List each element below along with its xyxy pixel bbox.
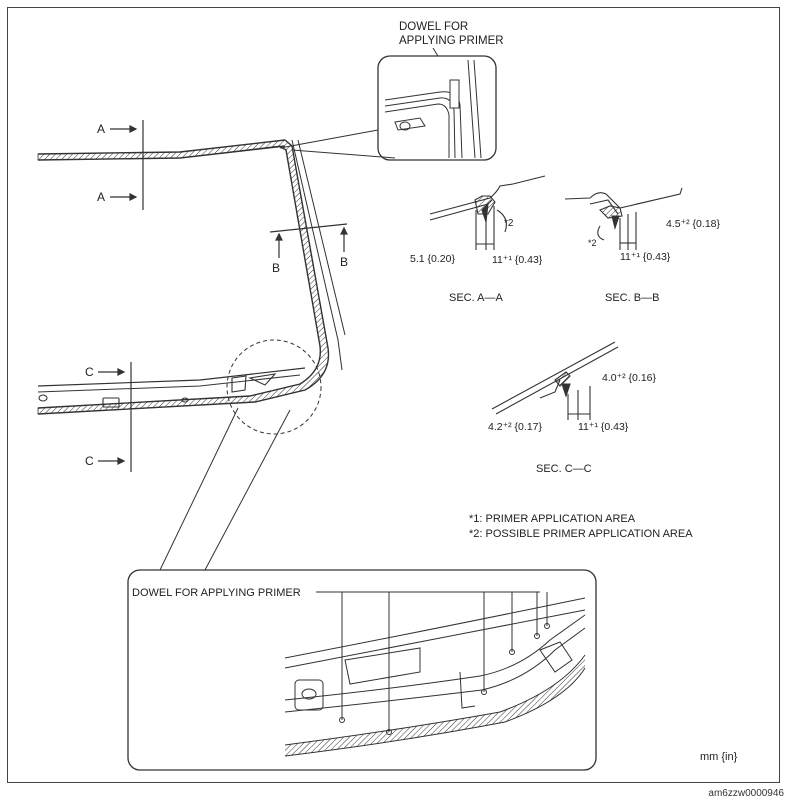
section-b-dim2: 11⁺¹ {0.43} xyxy=(620,251,671,263)
legend-item-2: *2: POSSIBLE PRIMER APPLICATION AREA xyxy=(469,528,693,540)
section-a-dim1: 5.1 {0.20} xyxy=(410,253,455,265)
section-c-dim2: 4.2⁺² {0.17} xyxy=(488,421,542,433)
bottom-detail-hatch xyxy=(285,655,585,756)
section-a-note: *2 xyxy=(504,218,514,229)
cowl-openings xyxy=(38,373,277,408)
legend-item-1: *1: PRIMER APPLICATION AREA xyxy=(469,513,636,525)
top-dowel-label-line2: APPLYING PRIMER xyxy=(399,35,504,47)
section-a-title: SEC. A—A xyxy=(449,292,503,304)
section-marker-a-bottom: A xyxy=(97,190,105,204)
detail-circle xyxy=(226,339,322,435)
section-b-note: *2 xyxy=(588,238,597,248)
diagram-frame xyxy=(7,7,780,783)
section-marker-c-bottom: C xyxy=(85,454,94,468)
units-label: mm {in} xyxy=(700,751,738,763)
section-c-title: SEC. C—C xyxy=(536,463,592,475)
section-marker-b-right: B xyxy=(340,255,348,269)
section-b-drawing xyxy=(564,187,683,250)
section-marker-c-top: C xyxy=(85,365,94,379)
section-b-title: SEC. B—B xyxy=(605,292,659,304)
section-marker-a-top: A xyxy=(97,122,105,136)
section-a-dim2: 11⁺¹ {0.43} xyxy=(492,254,543,266)
section-a-drawing xyxy=(429,175,546,250)
section-c-drawing xyxy=(491,341,619,420)
top-detail-drawing xyxy=(384,59,482,159)
bottom-dowel-label: DOWEL FOR APPLYING PRIMER xyxy=(132,587,301,599)
top-dowel-label-line1: DOWEL FOR xyxy=(399,21,468,33)
figure-id: am6zzw0000946 xyxy=(708,788,784,799)
section-c-dim3: 11⁺¹ {0.43} xyxy=(578,421,629,433)
section-lines xyxy=(98,120,348,472)
section-c-dim1: 4.0⁺² {0.16} xyxy=(602,372,656,384)
glass-edge-hatch xyxy=(37,139,329,415)
section-b-dim1: 4.5⁺² {0.18} xyxy=(666,218,720,230)
top-detail-box xyxy=(377,55,497,161)
section-marker-b-left: B xyxy=(272,261,280,275)
